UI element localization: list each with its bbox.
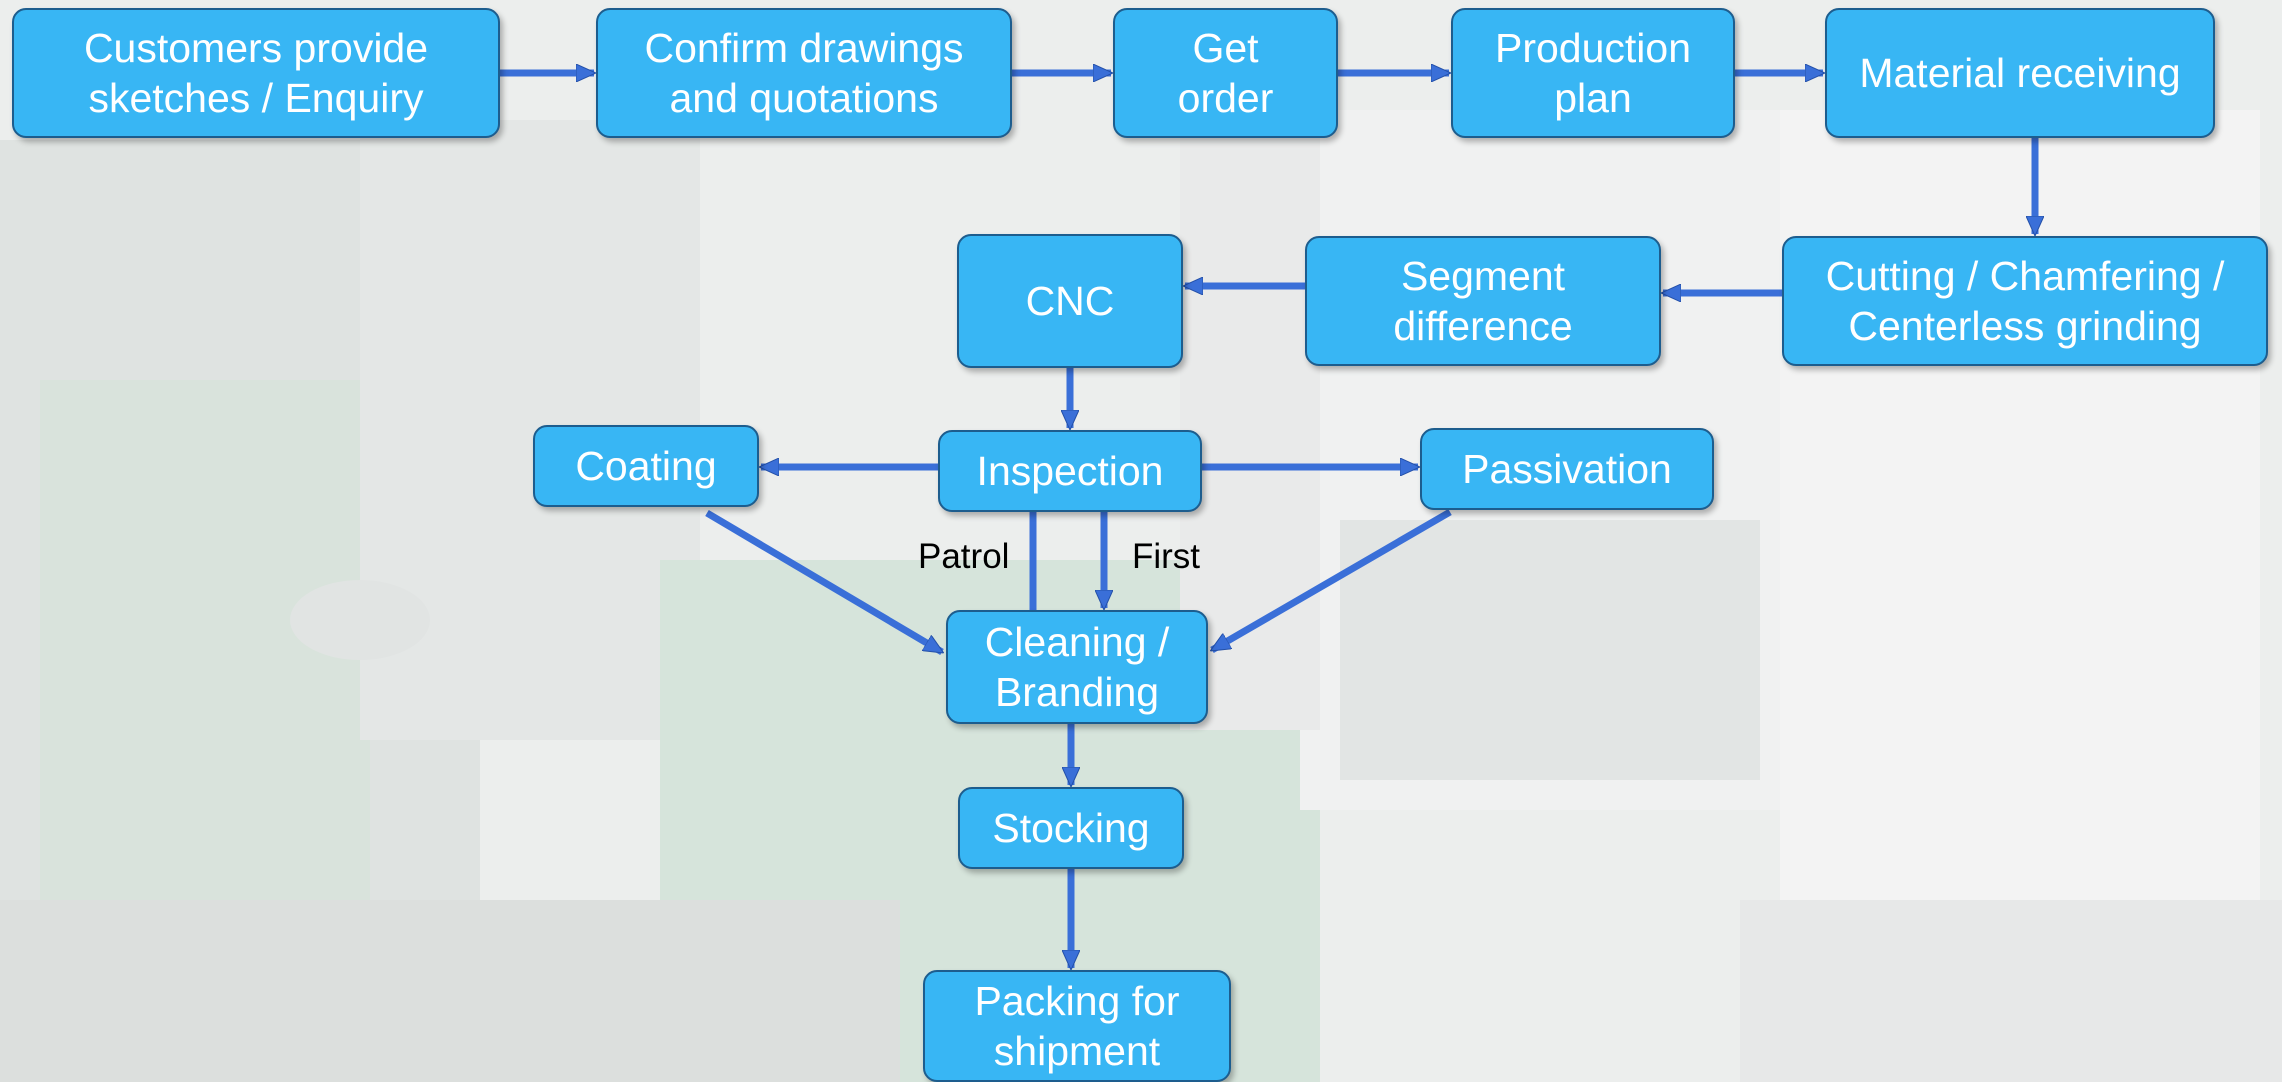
edge-label-patrol: Patrol: [918, 537, 1010, 576]
node-cutting-chamfering: Cutting / Chamfering / Centerless grindi…: [1782, 236, 2268, 366]
arrow-passivation-to-cleaning: [1212, 508, 1452, 654]
node-coating: Coating: [533, 425, 759, 507]
node-get-order: Get order: [1113, 8, 1338, 138]
node-inspection: Inspection: [938, 430, 1202, 512]
node-production-plan: Production plan: [1451, 8, 1735, 138]
node-material-receiving: Material receiving: [1825, 8, 2215, 138]
edge-label-first: First: [1132, 537, 1201, 576]
node-cnc: CNC: [957, 234, 1183, 368]
node-packing-shipment: Packing for shipment: [923, 970, 1231, 1082]
node-segment-difference: Segment difference: [1305, 236, 1661, 366]
node-passivation: Passivation: [1420, 428, 1714, 510]
node-customer-enquiry: Customers provide sketches / Enquiry: [12, 8, 500, 138]
node-confirm-drawings: Confirm drawings and quotations: [596, 8, 1012, 138]
node-stocking: Stocking: [958, 787, 1184, 869]
node-cleaning-branding: Cleaning / Branding: [946, 610, 1208, 724]
arrow-coating-to-cleaning: [705, 509, 942, 656]
